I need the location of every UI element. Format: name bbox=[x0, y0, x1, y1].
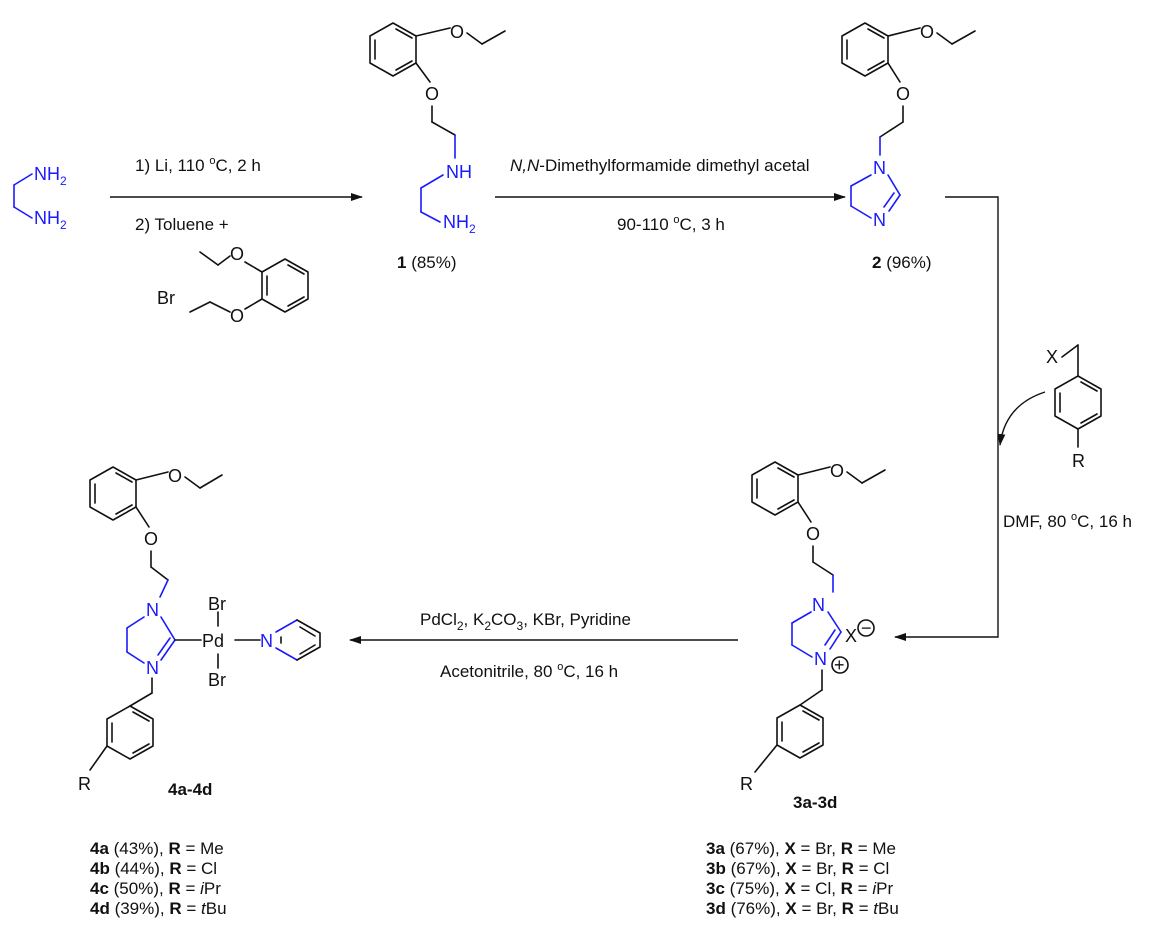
step1-line1: 1) Li, 110 oC, 2 h bbox=[135, 155, 261, 175]
step2-reagent: N,N-Dimethylformamide dimethyl acetal bbox=[510, 156, 809, 175]
step3-conditions: DMF, 80 oC, 16 h bbox=[1003, 511, 1132, 531]
yields-4: 4a (43%), R = Me 4b (44%), R = Cl 4c (50… bbox=[90, 839, 227, 918]
yields-3: 3a (67%), X = Br, R = Me 3b (67%), X = B… bbox=[706, 839, 899, 918]
atom-o: O bbox=[450, 22, 464, 42]
yield-row-4b: 4b (44%), R = Cl bbox=[90, 859, 217, 878]
atom-o: O bbox=[168, 466, 182, 486]
yield-row-3c: 3c (75%), X = Cl, R = iPr bbox=[706, 879, 893, 898]
atom-o: O bbox=[896, 84, 910, 104]
step3-arrow: DMF, 80 oC, 16 h bbox=[894, 196, 1132, 641]
charge-minus: − bbox=[861, 618, 872, 638]
yield-row-4d: 4d (39%), R = tBu bbox=[90, 899, 227, 918]
atom-o: O bbox=[230, 244, 244, 264]
atom-o: O bbox=[830, 461, 844, 481]
atom-n: N bbox=[146, 600, 159, 620]
atom-o: O bbox=[230, 306, 244, 326]
atom-x: X bbox=[1046, 347, 1058, 367]
compound-3: O O N N + X − R 3a-3d bbox=[740, 461, 886, 812]
ethylenediamine: NH2 NH2 bbox=[13, 164, 67, 232]
compound-1: O O NH NH2 1 (85%) bbox=[369, 22, 506, 272]
atom-nh: NH bbox=[446, 162, 472, 182]
yield-row-3a: 3a (67%), X = Br, R = Me bbox=[706, 839, 896, 858]
step1-arrow: 1) Li, 110 oC, 2 h 2) Toluene + bbox=[110, 155, 363, 234]
atom-n-pyridine: N bbox=[260, 631, 273, 651]
label-compound-4: 4a-4d bbox=[168, 780, 212, 799]
label-compound-3: 3a-3d bbox=[793, 793, 837, 812]
atom-n: N bbox=[873, 210, 886, 230]
atom-nh2-bottom: NH2 bbox=[34, 208, 67, 232]
compound-4: O O N N Pd Br Br N R bbox=[78, 466, 321, 799]
atom-r: R bbox=[740, 774, 753, 794]
atom-br: Br bbox=[157, 288, 175, 308]
atom-r: R bbox=[78, 774, 91, 794]
label-compound-2: 2 (96%) bbox=[872, 253, 932, 272]
atom-br-top: Br bbox=[208, 594, 226, 614]
atom-x-minus: X bbox=[845, 626, 857, 646]
yield-row-3d: 3d (76%), X = Br, R = tBu bbox=[706, 899, 899, 918]
step4-conditions: Acetonitrile, 80 oC, 16 h bbox=[440, 661, 618, 681]
atom-br-bottom: Br bbox=[208, 670, 226, 690]
benzyl-halide-reagent: X R bbox=[1046, 344, 1102, 471]
atom-r: R bbox=[1072, 451, 1085, 471]
yield-row-3b: 3b (67%), X = Br, R = Cl bbox=[706, 859, 889, 878]
bromoethyl-reagent: O O Br bbox=[157, 244, 309, 326]
atom-nh2-top: NH2 bbox=[34, 164, 67, 188]
step4-reagents: PdCl2, K2CO3, KBr, Pyridine bbox=[420, 610, 631, 633]
yield-row-4a: 4a (43%), R = Me bbox=[90, 839, 224, 858]
compound-2: O O N N 2 (96%) bbox=[841, 22, 976, 272]
atom-o: O bbox=[920, 22, 934, 42]
atom-n: N bbox=[873, 158, 886, 178]
atom-n: N bbox=[812, 595, 825, 615]
atom-n-plus: N bbox=[814, 649, 827, 669]
step1-line2: 2) Toluene + bbox=[135, 215, 229, 234]
atom-nh2: NH2 bbox=[443, 212, 476, 236]
atom-o: O bbox=[144, 529, 158, 549]
atom-n: N bbox=[146, 658, 159, 678]
yield-row-4c: 4c (50%), R = iPr bbox=[90, 879, 221, 898]
atom-pd: Pd bbox=[202, 631, 224, 651]
step2-conditions: 90-110 oC, 3 h bbox=[617, 214, 725, 234]
atom-o: O bbox=[425, 84, 439, 104]
step4-arrow: PdCl2, K2CO3, KBr, Pyridine Acetonitrile… bbox=[349, 610, 738, 681]
label-compound-1: 1 (85%) bbox=[397, 253, 457, 272]
charge-plus: + bbox=[834, 655, 845, 675]
step2-arrow: N,N-Dimethylformamide dimethyl acetal 90… bbox=[495, 156, 846, 234]
atom-o: O bbox=[806, 524, 820, 544]
